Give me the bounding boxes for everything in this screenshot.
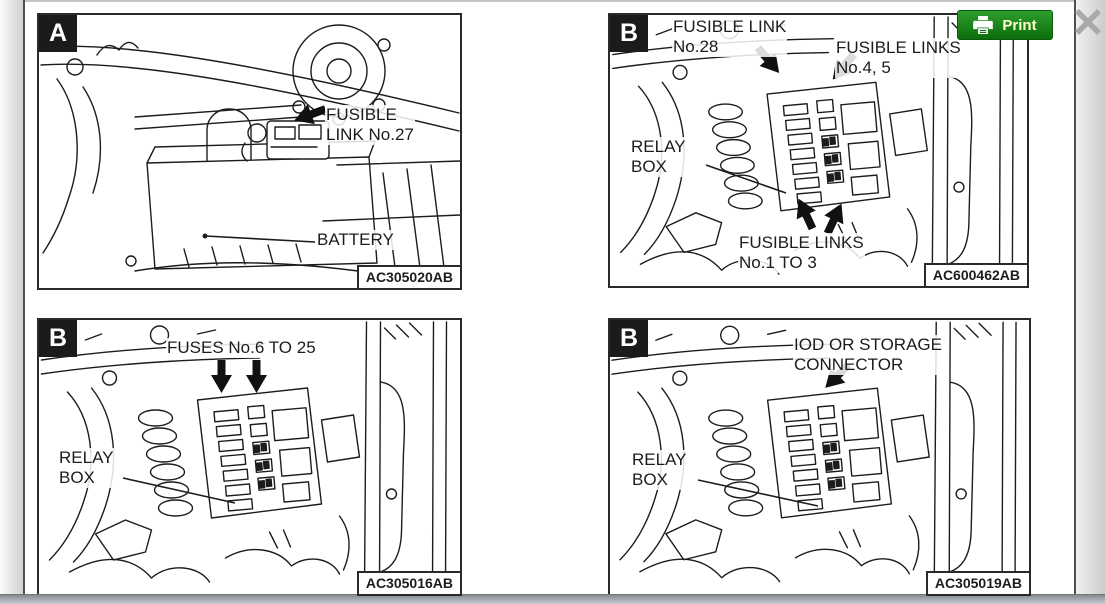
panel-b-iod-connector: B IOD OR STORAGE CONNECTOR RELAY BOX AC3… xyxy=(608,318,1031,596)
figure-code: AC305019AB xyxy=(925,571,1031,596)
label-fusible-links-1-to-3: FUSIBLE LINKS No.1 TO 3 xyxy=(738,233,865,273)
panel-letter-badge: B xyxy=(39,320,77,357)
page-left-border xyxy=(23,0,25,604)
label-relay-box: RELAY BOX xyxy=(630,137,687,177)
figure-code: AC600462AB xyxy=(923,263,1029,288)
printer-icon xyxy=(973,16,994,34)
label-fusible-link-28: FUSIBLE LINK No.28 xyxy=(672,17,788,57)
figure-code: AC305016AB xyxy=(356,571,462,596)
label-fusible-link-27: FUSIBLE LINK No.27 xyxy=(325,105,415,145)
panel-letter-badge: B xyxy=(610,15,648,52)
label-iod-or-storage-connector: IOD OR STORAGE CONNECTOR xyxy=(793,335,943,375)
print-button[interactable]: Print xyxy=(957,10,1053,40)
panel-letter-badge: B xyxy=(610,320,648,357)
page-right-border xyxy=(1074,0,1076,604)
page-right-edge xyxy=(1076,0,1105,604)
panel-letter-badge: A xyxy=(39,15,77,52)
close-icon[interactable] xyxy=(1073,7,1103,37)
panel-b-fusible-links: B FUSIBLE LINK No.28 FUSIBLE LINKS No.4,… xyxy=(608,13,1029,288)
label-battery: BATTERY xyxy=(316,230,395,250)
print-button-label: Print xyxy=(1002,16,1037,34)
panel-a-battery: A FUSIBLE LINK No.27 BATTERY AC305020AB xyxy=(37,13,462,290)
label-fuses-6-to-25: FUSES No.6 TO 25 xyxy=(166,338,317,358)
horizontal-scrollbar[interactable] xyxy=(0,594,1105,604)
figure-code: AC305020AB xyxy=(356,265,462,290)
label-relay-box: RELAY BOX xyxy=(631,450,688,490)
engine-bay-battery-drawing xyxy=(40,24,460,284)
label-relay-box: RELAY BOX xyxy=(58,448,115,488)
page-left-edge xyxy=(0,0,23,604)
panel-b-fuses: B FUSES No.6 TO 25 RELAY BOX AC305016AB xyxy=(37,318,462,596)
page-top-border xyxy=(0,0,1105,2)
label-fusible-links-4-5: FUSIBLE LINKS No.4, 5 xyxy=(835,38,962,78)
